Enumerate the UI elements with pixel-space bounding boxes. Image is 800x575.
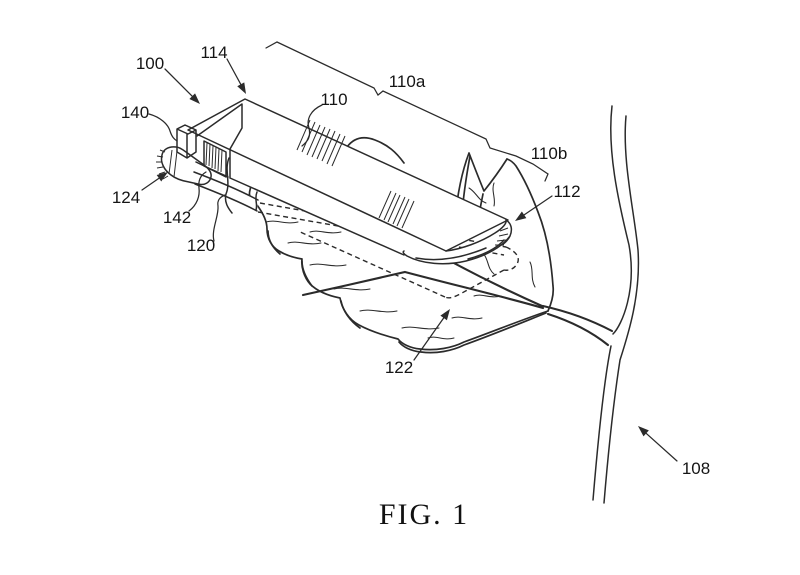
arrow-head-100 [189, 93, 200, 104]
ref-label-140: 140 [121, 103, 149, 122]
arrow-head-112 [515, 211, 527, 221]
arrow-head-124 [156, 172, 168, 182]
arrow-lines [141, 58, 678, 462]
vein-layer [265, 182, 536, 340]
line-layer [160, 98, 513, 265]
leader-142 [188, 171, 207, 212]
ref-label-112: 112 [553, 182, 580, 201]
bracket-110a-110b [265, 41, 549, 182]
leader-120 [212, 194, 226, 242]
figure-caption: FIG. 1 [378, 498, 470, 531]
ref-label-114: 114 [200, 43, 227, 62]
stem-layer [592, 105, 640, 504]
leader-140 [148, 113, 178, 142]
arrow-line-112 [520, 195, 553, 218]
arrow-line-114 [226, 58, 244, 89]
reference-labels: 100 114 110 110a 110b 112 140 124 142 120 122 108 [112, 43, 710, 478]
ref-label-124: 124 [112, 188, 140, 207]
ref-label-142: 142 [163, 208, 191, 227]
arrow-head-108 [638, 426, 649, 437]
leader-lines [148, 41, 549, 242]
ref-label-110b: 110b [531, 144, 568, 163]
ref-label-110: 110 [320, 90, 347, 109]
arrow-line-108 [642, 430, 678, 462]
ref-label-120: 120 [187, 236, 215, 255]
bold-layer [301, 259, 614, 347]
ref-label-110a: 110a [389, 72, 426, 91]
ref-label-122: 122 [385, 358, 413, 377]
arrow-line-100 [164, 68, 196, 100]
arrow-head-122 [440, 309, 450, 321]
ref-label-108: 108 [682, 459, 710, 478]
hatch-layer [156, 119, 509, 246]
arrow-line-122 [413, 314, 447, 361]
arrow-head-114 [237, 82, 246, 94]
leader-110 [301, 104, 323, 147]
ref-label-100: 100 [136, 54, 164, 73]
arrow-line-124 [141, 175, 163, 191]
